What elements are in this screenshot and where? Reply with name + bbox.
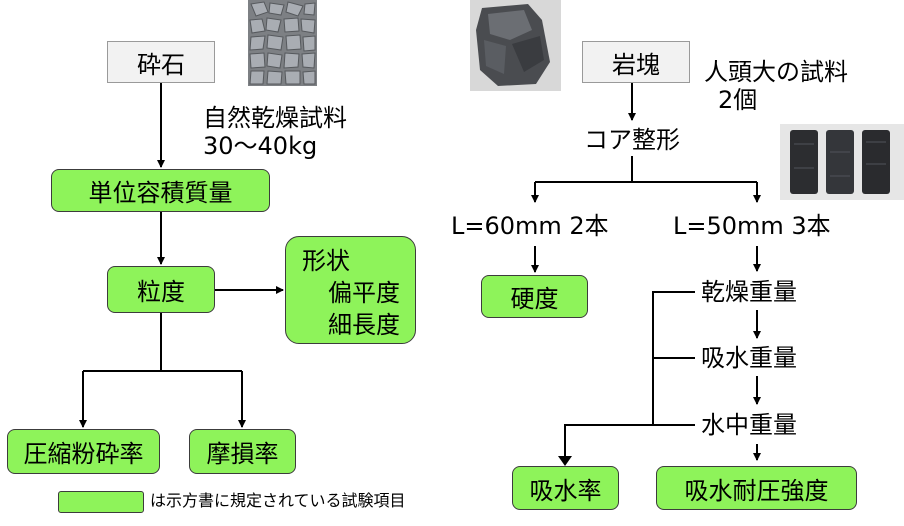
dry-weight-label: 乾燥重量 — [701, 278, 797, 306]
crushing-ratio-label: 圧縮粉砕率 — [23, 440, 144, 468]
sample-mass-label: 30～40kg — [203, 132, 318, 160]
crushed-stone-photo — [248, 0, 317, 86]
elongation-label: 細長度 — [328, 311, 400, 339]
flatness-label: 偏平度 — [328, 279, 400, 307]
line-gradation-split — [83, 313, 162, 372]
hardness-box: 硬度 — [481, 275, 588, 318]
absorption-rate-box: 吸水率 — [512, 466, 619, 510]
underwater-weight-label: 水中重量 — [701, 411, 797, 439]
rock-block-label: 岩塊 — [612, 50, 660, 79]
core-samples-photo — [780, 124, 904, 200]
unit-volume-mass-box: 単位容積質量 — [51, 169, 270, 212]
sample-count-label: 2個 — [718, 86, 758, 114]
crushing-ratio-box: 圧縮粉砕率 — [7, 429, 160, 474]
weights-bracket — [652, 291, 695, 425]
crushed-stone-box: 砕石 — [107, 41, 215, 83]
gradation-box: 粒度 — [107, 266, 215, 313]
shape-label: 形状 — [302, 247, 350, 275]
unit-volume-mass-label: 単位容積質量 — [88, 179, 233, 207]
core-length-50-label: L=50mm 3本 — [673, 212, 831, 240]
line-to-absorption-rate — [564, 424, 653, 460]
rock-block-box: 岩塊 — [582, 41, 690, 83]
legend-swatch — [58, 491, 144, 513]
core-length-60-label: L=60mm 2本 — [451, 212, 609, 240]
arrowhead-absorption-rate — [558, 456, 572, 466]
absorbed-weight-label: 吸水重量 — [701, 344, 797, 372]
absorbed-strength-label: 吸水耐圧強度 — [684, 476, 829, 505]
abrasion-ratio-label: 摩損率 — [206, 440, 279, 468]
core-shaping-label: コア整形 — [584, 126, 680, 154]
head-size-sample-label: 人頭大の試料 — [704, 58, 848, 86]
gradation-label: 粒度 — [137, 278, 185, 306]
shape-box: 形状 偏平度 細長度 — [285, 236, 416, 344]
crushed-stone-label: 砕石 — [137, 50, 185, 79]
hardness-label: 硬度 — [510, 285, 559, 313]
abrasion-ratio-box: 摩損率 — [189, 429, 296, 474]
natural-dry-sample-label: 自然乾燥試料 — [203, 104, 347, 132]
absorbed-strength-box: 吸水耐圧強度 — [656, 466, 857, 510]
legend-text: は示方書に規定されている試験項目 — [150, 491, 406, 510]
rock-block-photo — [470, 0, 561, 91]
absorption-rate-label: 吸水率 — [529, 476, 602, 505]
